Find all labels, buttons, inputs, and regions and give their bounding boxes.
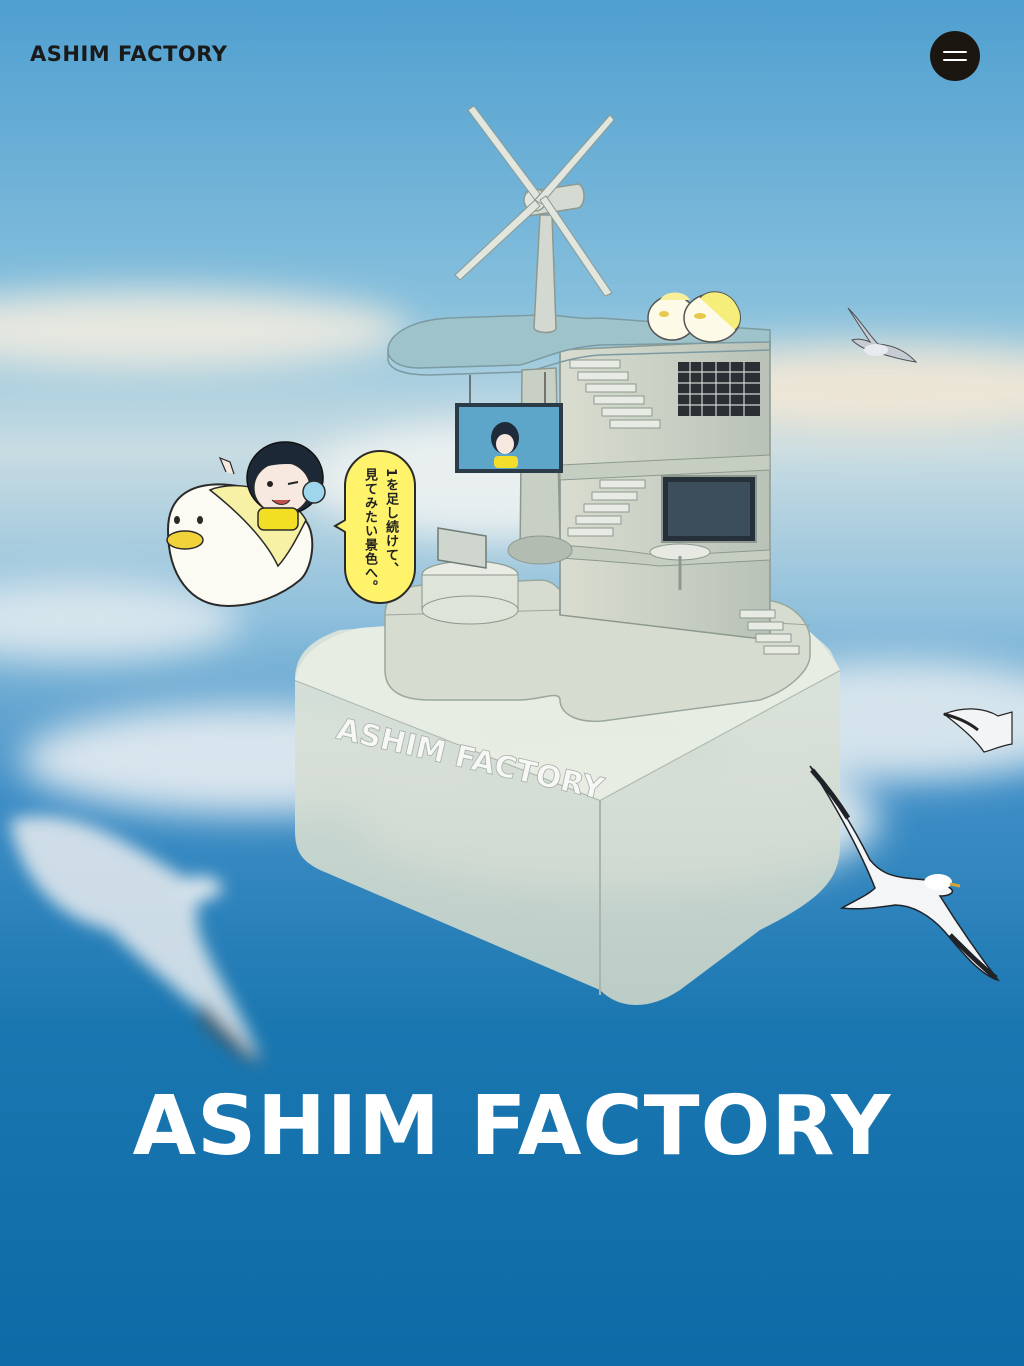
hero-title: ASHIM FACTORY: [132, 1079, 892, 1174]
hanging-screen: [455, 372, 563, 473]
seagull-icon: [809, 765, 1000, 982]
hamburger-icon: [943, 50, 967, 62]
speech-bubble-tail-fill: [337, 520, 347, 532]
factory-building: ASHIM FACTORY: [294, 105, 841, 1005]
seagull-icon: [847, 307, 918, 363]
brand-logo-link[interactable]: ASHIM FACTORY: [30, 42, 228, 66]
speech-bubble: 1を足し続けて、 見てみたい景色へ。: [344, 450, 416, 604]
wind-turbine-icon: [454, 105, 615, 334]
speech-bubble-line-2: 見てみたい景色へ。: [362, 468, 377, 594]
seagull-icon: [942, 708, 1013, 753]
mascot-character: [166, 441, 326, 608]
speech-bubble-line-1: 1を足し続けて、: [383, 468, 398, 577]
blurred-seagull-icon: [10, 815, 262, 1065]
window-grid: [678, 362, 760, 416]
stairs: [567, 359, 800, 655]
menu-button[interactable]: [930, 31, 980, 81]
desk: [421, 527, 519, 625]
yellow-bird-icon: [647, 291, 742, 343]
